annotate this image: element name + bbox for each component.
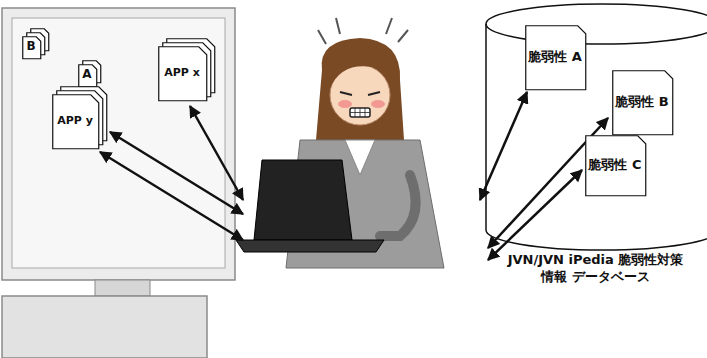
document-icon: A	[78, 60, 100, 86]
vulnerability-doc: 脆弱性 C	[585, 135, 645, 195]
node-label: A	[78, 64, 96, 86]
laptop	[236, 160, 384, 252]
vulnerability-doc: 脆弱性 A	[525, 25, 585, 89]
database-cylinder: JVN/JVN iPedia 脆弱性対策情報 データベース 脆弱性 A 脆弱性 B脆…	[484, 2, 707, 352]
app-icon: APP x	[158, 38, 214, 100]
node-label: B	[22, 36, 40, 58]
vulnerability-doc: 脆弱性 B	[612, 70, 672, 134]
document-outline	[22, 28, 50, 60]
node-label: 脆弱性 A	[525, 25, 585, 89]
node-label: 脆弱性 C	[585, 135, 645, 195]
node-label: APP y	[52, 94, 98, 148]
double-arrow	[100, 92, 608, 260]
monitor	[2, 8, 235, 358]
node-label: JVN/JVN iPedia 脆弱性対策情報 データベース	[484, 252, 707, 286]
document-icon: B	[22, 28, 48, 58]
app-icon: APP y	[52, 86, 106, 148]
node-label: APP x	[158, 46, 206, 100]
cylinder-outline	[484, 2, 707, 252]
node-label: 脆弱性 B	[612, 70, 672, 134]
